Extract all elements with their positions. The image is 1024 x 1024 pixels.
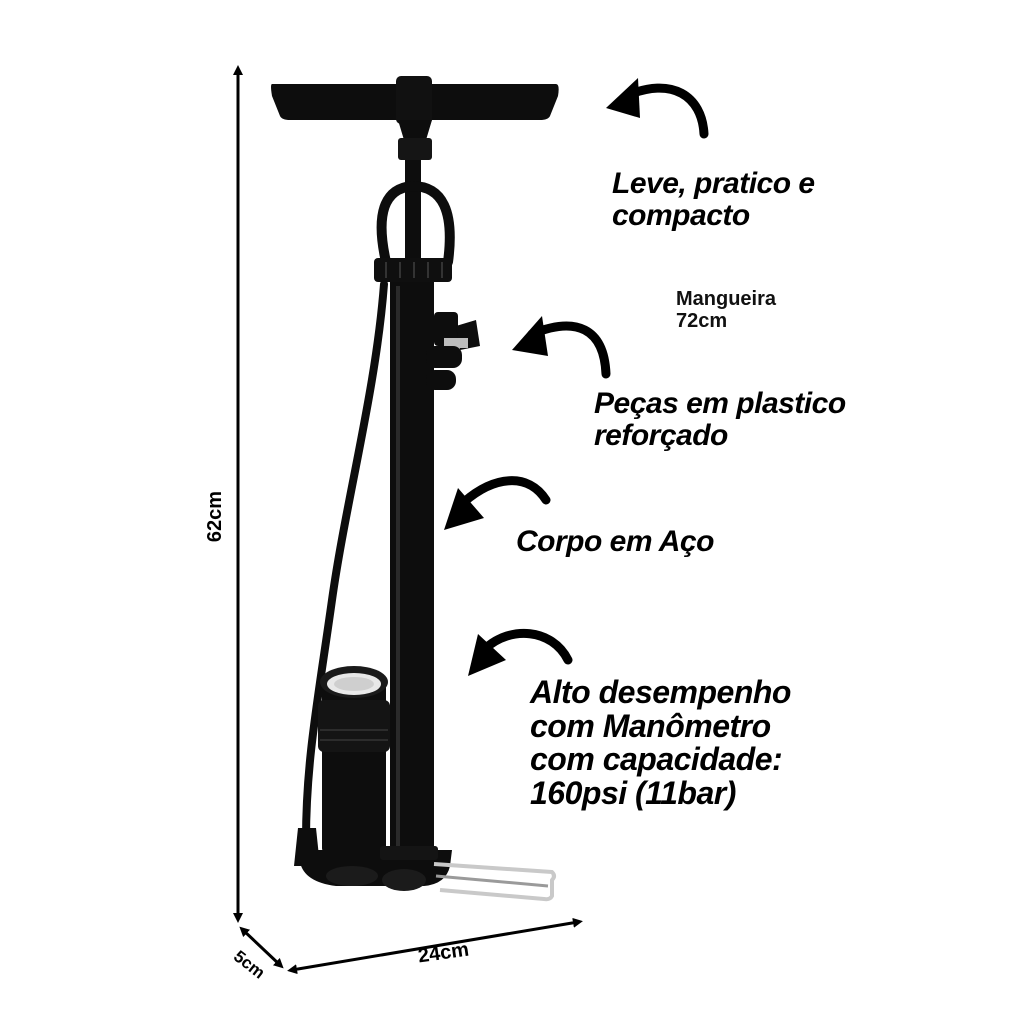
label-feature-plastic: Peças em plastico reforçado bbox=[594, 388, 846, 451]
curved-arrow-left-icon bbox=[606, 78, 709, 139]
pump-rod bbox=[405, 160, 421, 268]
pump-pressure-gauge bbox=[318, 666, 390, 854]
curved-arrow-left-icon bbox=[444, 476, 551, 530]
label-feature-light: Leve, pratico e compacto bbox=[612, 168, 815, 231]
pump-foot-peg bbox=[433, 862, 556, 902]
label-line: Peças em plastico bbox=[594, 387, 846, 420]
pump-nozzle-head bbox=[426, 312, 480, 390]
curved-arrow-left-icon bbox=[512, 316, 611, 379]
label-line: Corpo em Aço bbox=[516, 525, 714, 558]
label-line: reforçado bbox=[594, 418, 728, 452]
label-hose-length: Mangueira 72cm bbox=[676, 288, 776, 332]
label-line: com capacidade: bbox=[530, 741, 783, 778]
pump-cap bbox=[374, 258, 452, 282]
label-line: Leve, pratico e bbox=[612, 167, 815, 200]
pump-barrel bbox=[390, 282, 434, 852]
label-line: 72cm bbox=[676, 310, 728, 332]
dimension-line-depth bbox=[239, 926, 284, 969]
label-feature-gauge: Alto desempenho com Manômetro com capaci… bbox=[530, 674, 791, 811]
pump-base bbox=[300, 846, 452, 891]
label-line: compacto bbox=[612, 198, 750, 232]
dimension-line-width bbox=[287, 917, 583, 975]
label-feature-body: Corpo em Aço bbox=[516, 526, 714, 558]
label-line: Mangueira bbox=[676, 288, 777, 310]
dimension-height-label: 62cm bbox=[204, 490, 227, 543]
label-line: 160psi (11bar) bbox=[530, 774, 736, 811]
label-line: com Manômetro bbox=[530, 707, 771, 744]
pump-handle bbox=[271, 76, 559, 160]
pump-hose-loop bbox=[376, 180, 455, 267]
curved-arrow-left-icon bbox=[468, 628, 573, 676]
label-line: Alto desempenho bbox=[530, 674, 791, 710]
